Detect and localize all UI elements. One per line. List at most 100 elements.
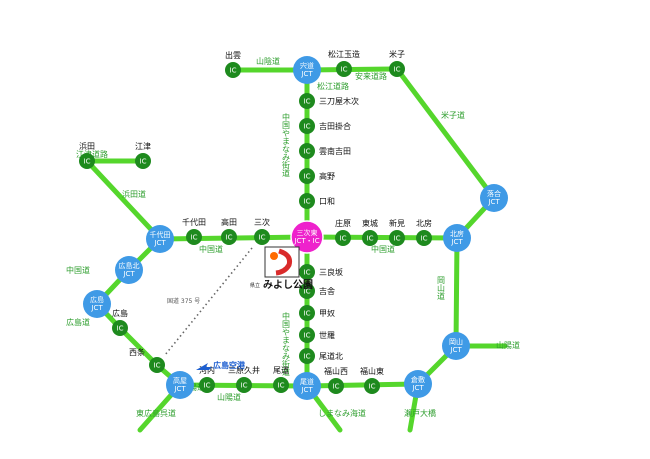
node-code: JCT — [173, 385, 186, 393]
node-label: 口和 — [319, 197, 335, 206]
node-code: IC — [304, 173, 311, 181]
road-name-label: 米子道 — [441, 110, 465, 120]
node-label: 高田 — [221, 217, 237, 227]
ic-marker — [299, 305, 315, 321]
node-label: 福山西 — [324, 366, 348, 376]
airport-label: 広島空港 — [213, 360, 246, 370]
node-code: JCT — [300, 386, 313, 394]
road-name-label: 山陽道 — [496, 340, 520, 350]
jct-marker — [443, 224, 471, 252]
ic-marker — [336, 61, 352, 77]
node-code: IC — [117, 325, 124, 333]
node-niimi: IC 新見 — [389, 218, 405, 246]
ic-marker — [364, 378, 380, 394]
node-code: IC — [304, 353, 311, 361]
ic-marker — [149, 357, 165, 373]
ic-marker — [299, 143, 315, 159]
road-name-label: 中国道 — [371, 244, 395, 254]
hub-marker — [290, 220, 324, 254]
ic-marker — [273, 377, 289, 393]
jct-marker — [404, 370, 432, 398]
route-375-label: 国道 375 号 — [167, 297, 200, 305]
node-code: IC — [394, 235, 401, 243]
jct-marker — [166, 371, 194, 399]
node-code: 千代田 — [150, 230, 171, 239]
ic-marker — [389, 61, 405, 77]
node-code: JCT・IC — [293, 237, 319, 245]
node-code: JCT — [300, 70, 313, 78]
ic-marker — [236, 377, 252, 393]
node-label: 浜田 — [79, 141, 95, 151]
road-name-label: 中国やまなみ街道 — [282, 311, 291, 377]
ic-marker — [299, 264, 315, 280]
ic-marker — [416, 230, 432, 246]
node-label: 北房 — [416, 218, 432, 228]
node-code: JCT — [449, 346, 462, 354]
node-label: 三刀屋木次 — [319, 96, 359, 106]
jct-marker — [115, 256, 143, 284]
node-label: 三良坂 — [319, 267, 343, 277]
node-label: 新見 — [389, 218, 405, 228]
node-code: IC — [304, 148, 311, 156]
ic-marker — [299, 283, 315, 299]
node-code: IC — [421, 235, 428, 243]
node-code: IC — [341, 66, 348, 74]
node-code: IC — [367, 235, 374, 243]
jct-marker — [293, 56, 321, 84]
ic-marker — [389, 230, 405, 246]
node-code: IC — [304, 332, 311, 340]
node-code: IC — [304, 98, 311, 106]
road-name-label: 岡山道 — [437, 276, 446, 301]
node-tojo: IC 東城 — [362, 218, 378, 246]
ic-marker — [299, 193, 315, 209]
node-label: 世羅 — [319, 330, 335, 340]
node-label: 松江玉造 — [328, 49, 360, 59]
road-name-label: 瀬戸大橋 — [404, 408, 436, 418]
node-label: 尾道 — [273, 365, 289, 375]
ic-marker — [335, 230, 351, 246]
node-label: 尾道北 — [319, 351, 343, 361]
node-code: IC — [191, 234, 198, 242]
node-label: 千代田 — [182, 217, 206, 227]
node-code: JCT — [450, 238, 463, 246]
node-code: IC — [204, 382, 211, 390]
park-logo-sun — [270, 252, 278, 260]
node-label: 東城 — [362, 218, 378, 228]
ic-marker — [299, 327, 315, 343]
park-name: みよし公園 — [263, 279, 313, 291]
node-label: 吉田掛合 — [319, 121, 351, 131]
node-code: JCT — [487, 198, 500, 206]
ic-marker — [112, 320, 128, 336]
road-name-label: 中国やまなみ街道 — [282, 112, 291, 178]
node-code: 高屋 — [173, 376, 187, 385]
node-chiyoda: IC 千代田 — [182, 217, 206, 245]
node-code: IC — [333, 383, 340, 391]
road-labels: 山陰道安来道路松江道路中国やまなみ街道米子道江津道路浜田道中国道中国道中国道岡山… — [66, 56, 520, 418]
node-fukuyama_nishi: IC 福山西 — [324, 366, 348, 394]
node-label: 吉舎 — [319, 287, 335, 296]
node-code: IC — [369, 383, 376, 391]
node-label: 甲奴 — [319, 308, 335, 318]
node-label: 米子 — [389, 49, 405, 59]
node-label: 江津 — [135, 141, 151, 151]
